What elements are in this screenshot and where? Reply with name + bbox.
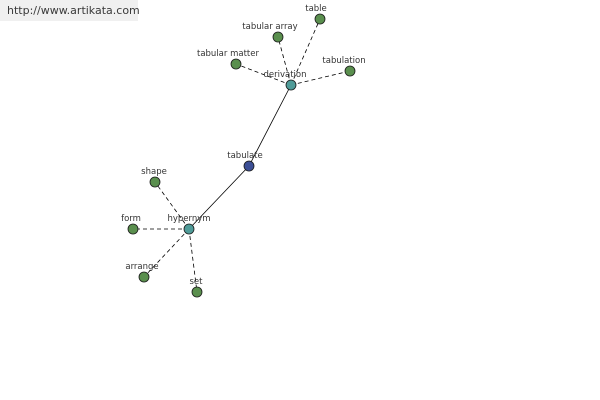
source-watermark: http://www.artikata.com xyxy=(0,0,140,21)
node-tabulate[interactable] xyxy=(243,160,255,172)
node-label-form: form xyxy=(121,214,141,224)
node-label-tabular-array: tabular array xyxy=(242,22,297,32)
nodes-layer xyxy=(127,13,356,298)
node-form[interactable] xyxy=(127,223,139,235)
labels-layer: tabulate derivation hypernym table tabular a… xyxy=(121,4,366,287)
node-label-derivation: derivation xyxy=(263,70,306,80)
node-label-set: set xyxy=(190,277,204,287)
edge-hypernym-set xyxy=(188,228,198,293)
node-tabulation[interactable] xyxy=(344,65,356,77)
node-label-tabular-matter: tabular matter xyxy=(197,49,259,59)
edge-derivation-tabular-array xyxy=(277,36,292,86)
node-label-hypernym: hypernym xyxy=(167,214,210,224)
node-arrange[interactable] xyxy=(138,271,150,283)
node-hypernym[interactable] xyxy=(183,223,195,235)
edge-tabulate-derivation xyxy=(248,84,292,167)
node-tabular-matter[interactable] xyxy=(230,58,242,70)
node-label-table: table xyxy=(305,4,327,14)
edges-layer xyxy=(133,18,351,293)
node-set[interactable] xyxy=(191,286,203,298)
node-derivation[interactable] xyxy=(285,79,297,91)
node-label-tabulation: tabulation xyxy=(322,56,365,66)
edge-hypernym-arrange xyxy=(143,228,190,278)
node-label-arrange: arrange xyxy=(125,262,158,272)
edge-derivation-tabulation xyxy=(290,70,351,86)
node-shape[interactable] xyxy=(149,176,161,188)
node-label-tabulate: tabulate xyxy=(227,151,262,161)
node-tabular-array[interactable] xyxy=(272,31,284,43)
edge-derivation-tabular-matter xyxy=(235,63,292,86)
edge-derivation-table xyxy=(290,18,321,86)
node-label-shape: shape xyxy=(141,167,167,177)
edge-tabulate-hypernym xyxy=(188,165,250,230)
node-table[interactable] xyxy=(314,13,326,25)
edge-hypernym-shape xyxy=(154,181,190,230)
